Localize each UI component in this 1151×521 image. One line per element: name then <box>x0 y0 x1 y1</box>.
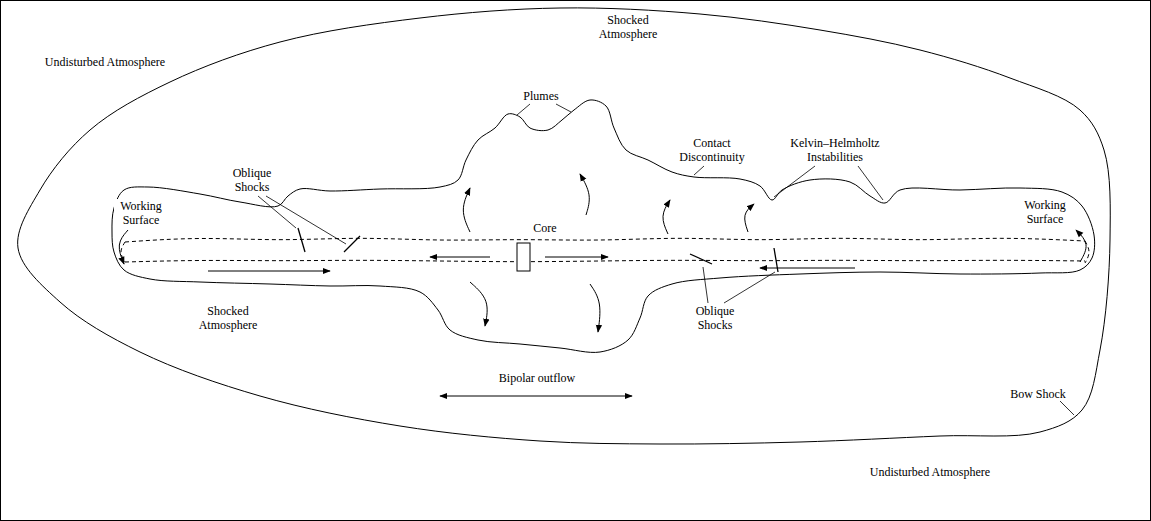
feature-label: Oblique Shocks <box>688 304 742 332</box>
feature-label: Kelvin–Helmholtz Instabilities <box>788 136 882 164</box>
leader-line <box>774 166 815 197</box>
oblique-shock <box>298 228 305 252</box>
region-label: Undisturbed Atmosphere <box>869 465 991 479</box>
jet-boundary <box>125 260 1085 262</box>
flow-arrow <box>545 257 608 258</box>
oblique-shock <box>344 236 360 252</box>
bipolar-arrow <box>440 396 632 397</box>
leader-line <box>858 166 883 200</box>
flow-arrow <box>470 282 487 326</box>
feature-label: Bow Shock <box>1009 387 1067 401</box>
leader-line <box>266 196 346 244</box>
flow-arrow <box>663 200 670 234</box>
feature-label: Plumes <box>522 89 559 103</box>
leader-line <box>694 166 704 175</box>
bow-shock-outline <box>18 8 1111 444</box>
leader-line <box>258 196 296 228</box>
leader-line <box>556 104 571 112</box>
cocoon-outline <box>112 100 1095 353</box>
feature-label: Working Surface <box>1018 198 1072 226</box>
region-label: Shocked Atmosphere <box>595 13 661 41</box>
flow-arrow <box>208 271 330 272</box>
leader-line <box>703 267 708 303</box>
jet-boundary <box>125 238 1085 242</box>
core-box <box>517 243 530 271</box>
flow-arrow <box>1076 230 1086 262</box>
flow-arrow <box>760 268 855 269</box>
feature-label: Core <box>532 221 557 235</box>
region-label: Undisturbed Atmosphere <box>44 55 166 69</box>
oblique-shock <box>690 254 712 264</box>
leader-line <box>1060 401 1074 415</box>
flow-arrow <box>119 230 128 264</box>
flow-arrow <box>745 204 754 232</box>
flow-arrow <box>590 284 600 332</box>
region-label: Shocked Atmosphere <box>195 304 261 332</box>
flow-arrow <box>430 257 490 258</box>
feature-label: Working Surface <box>114 199 168 227</box>
feature-label: Oblique Shocks <box>225 166 279 194</box>
leader-line <box>724 272 775 303</box>
flow-arrow <box>580 174 589 215</box>
feature-label: Bipolar outflow <box>498 371 576 385</box>
feature-label: Contact Discontinuity <box>676 136 748 164</box>
flow-arrow <box>463 188 470 232</box>
leader-line <box>517 104 530 115</box>
